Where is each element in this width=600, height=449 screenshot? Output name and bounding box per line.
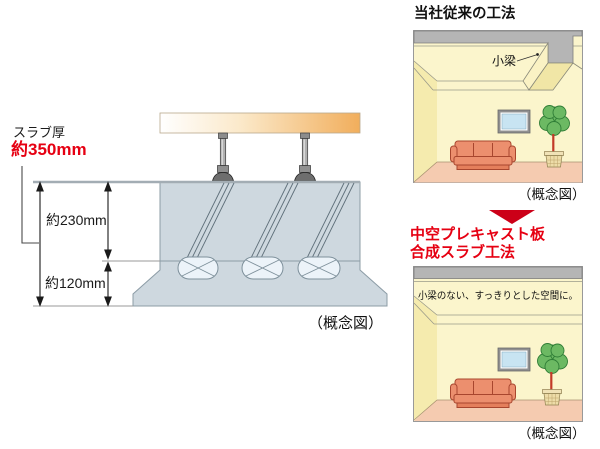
sofa xyxy=(450,378,516,408)
extension-lines xyxy=(33,260,160,307)
new-method-title: 中空プレキャスト板 合成スラブ工法 xyxy=(410,226,545,262)
floor-board xyxy=(159,112,361,134)
window xyxy=(497,347,531,372)
plant-trunk xyxy=(550,372,553,391)
new-method-caption: （概念図） xyxy=(518,426,586,441)
sofa xyxy=(450,140,516,170)
potted-plant xyxy=(537,343,568,406)
beam-leader-dot xyxy=(536,53,539,56)
new-method-title-line1: 中空プレキャスト板 xyxy=(410,226,546,243)
thickness-bracket xyxy=(21,166,39,244)
left-caption: （概念図） xyxy=(308,315,384,332)
beam-leader-line xyxy=(516,54,537,62)
slab-thickness-label: スラブ厚 xyxy=(13,125,66,140)
furniture xyxy=(450,343,568,408)
plant-trunk xyxy=(552,134,555,153)
conventional-room-illustration: 小梁 xyxy=(413,30,583,183)
support-post xyxy=(211,132,235,182)
ceiling-lines xyxy=(413,281,582,325)
slab-thickness-value: 約350mm xyxy=(11,140,87,159)
window xyxy=(497,109,531,134)
new-method-title-line2: 合成スラブ工法 xyxy=(410,244,516,261)
down-arrow-icon xyxy=(489,210,535,224)
left-wall xyxy=(414,61,437,182)
floor xyxy=(414,162,582,183)
beam-underside xyxy=(528,62,574,91)
dim-120: 約120mm xyxy=(45,275,106,291)
rebar-hatch-lines xyxy=(186,182,355,259)
potted-plant xyxy=(539,105,570,168)
conventional-title: 当社従来の工法 xyxy=(414,6,516,22)
plant-foliage xyxy=(539,105,570,136)
dim-230: 約230mm xyxy=(46,212,107,228)
left-wall xyxy=(414,296,437,420)
conventional-caption: （概念図） xyxy=(518,187,586,202)
new-method-room-illustration: 小梁のない、すっきりとした空間に。 xyxy=(413,266,583,422)
support-post xyxy=(293,132,317,182)
flat-slab xyxy=(413,266,583,279)
room-note: 小梁のない、すっきりとした空間に。 xyxy=(418,289,578,302)
hollow-cores xyxy=(177,256,341,280)
plant-foliage xyxy=(537,343,568,374)
beam-label: 小梁 xyxy=(492,53,516,68)
floor xyxy=(414,400,582,421)
slab-cross-section-drawing xyxy=(21,112,388,307)
dimension-arrows xyxy=(36,181,112,307)
slab-body xyxy=(132,181,388,307)
